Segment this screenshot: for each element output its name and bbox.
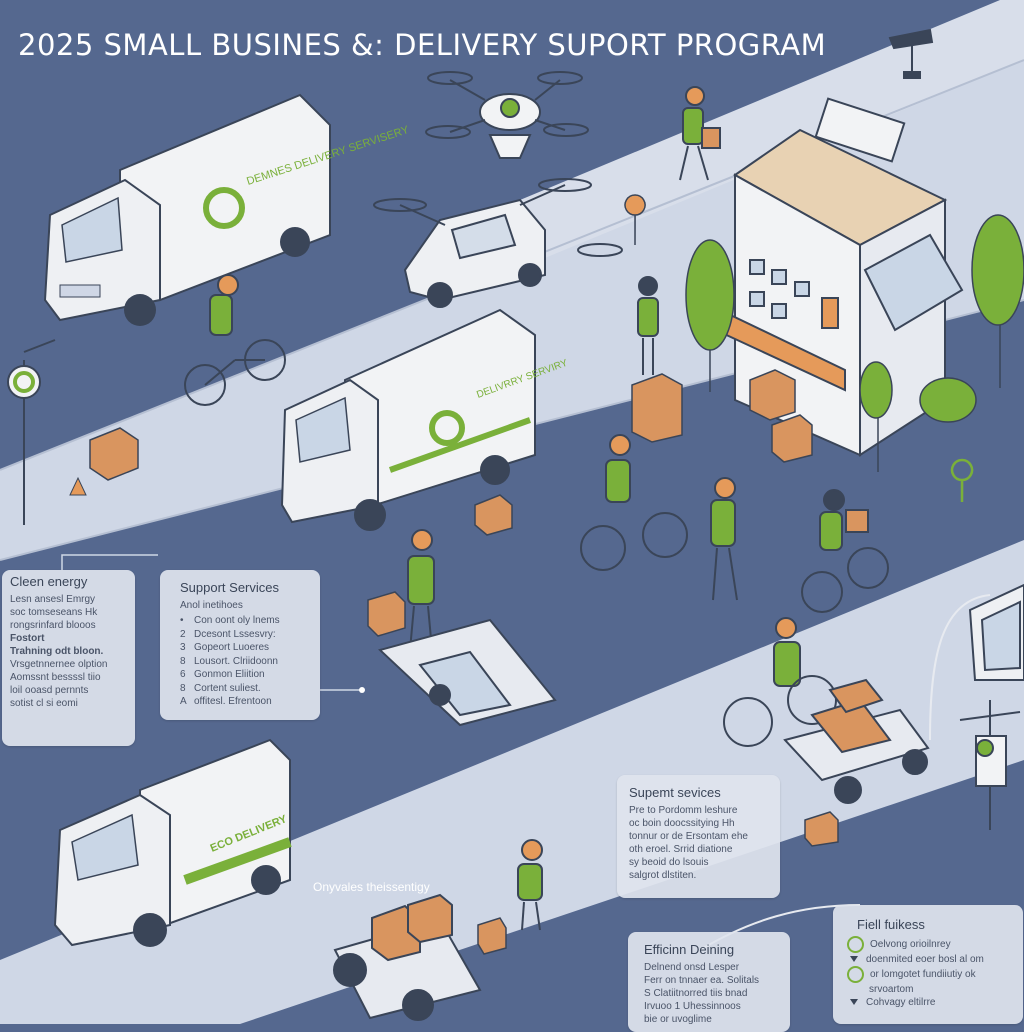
panel-line: loil ooasd pernnts [10, 685, 89, 696]
panel-line: Irvuoo 1 Uhessinnoos [644, 1001, 741, 1012]
delivery-truck-top [43, 93, 331, 326]
panel-line: S Clatiitnorred tiis bnad [644, 988, 748, 999]
panel-line: oc boin doocssitying Hh [629, 818, 735, 829]
panel-title: Efficinn Deining [644, 942, 735, 957]
panel-line: bie or uvoglime [644, 1014, 712, 1025]
delivery-drone [425, 71, 589, 159]
delivery-cart [378, 618, 557, 727]
tree [685, 214, 1024, 472]
panel-title: Supemt sevices [629, 785, 721, 800]
panel-line: oth eroel. Srrid diatione [629, 844, 733, 855]
warning-cone [69, 476, 87, 496]
street-sign [7, 339, 56, 525]
panel-line: Aomssnt bessssl tiio [10, 672, 101, 683]
floating-label: Onyvales theissentigy [313, 880, 430, 894]
panel-line: salgrot dlstiten. [629, 870, 697, 881]
connector-line [929, 594, 991, 741]
worker [407, 86, 889, 931]
delivery-truck-middle [280, 308, 536, 531]
panel-subtitle: Fostort [10, 633, 45, 644]
panel-line: tonnur or de Ersontam ehe [629, 831, 748, 842]
sidewalk-top-strip [520, 0, 1024, 260]
panel-line: Pre to Pordomm leshure [629, 805, 738, 816]
list-item: srvoartom [869, 984, 914, 995]
triangle-icon [850, 999, 858, 1006]
page-title: 2025 SMALL BUSINES &: DELIVERY SUPORT PR… [18, 28, 827, 62]
connector-line [61, 554, 158, 570]
triangle-icon [850, 956, 858, 963]
panel-clean-energy: Cleen energy Lesn ansesl Emrgy soc tomse… [2, 570, 135, 746]
panel-line: sotist cl si eomi [10, 698, 78, 709]
cardboard-box [89, 427, 839, 955]
check-icon [847, 966, 864, 983]
shop-building [719, 97, 964, 457]
panel-line: Lesn ansesl Emrgy [10, 594, 96, 605]
delivery-truck-bottom [53, 738, 292, 947]
cargo-cart-right [783, 678, 930, 804]
list-item: Cohvagy eltilrre [847, 996, 1013, 1009]
panel-line: soc tomseseans Hk [10, 607, 98, 618]
panel-line: sy beoid do lsouis [629, 857, 709, 868]
list-item: Oelvong orioilnrey [847, 936, 1013, 953]
panel-line: Ferr on tnnaer ea. Solitals [644, 975, 760, 986]
panel-support-services: Support Services Anol inetihoes •Con oon… [160, 570, 320, 720]
panel-supemt-services: Supemt sevices Pre to Pordomm leshure oc… [617, 775, 780, 898]
panel-intro: Anol inetihoes [180, 600, 243, 611]
panel-line: Delnend onsd Lesper [644, 962, 740, 973]
panel-title: Support Services [180, 580, 279, 595]
list-item: or lomgotet fundiiutiy ok [847, 966, 1013, 983]
check-icon [847, 936, 864, 953]
panel-title: Cleen energy [10, 574, 88, 589]
panel-line: Trahning odt bloon. [10, 646, 104, 657]
panel-field: Fiell fuikess Oelvong orioilnrey doenmit… [833, 905, 1023, 1024]
list-item: •Con oont oly lnems [180, 615, 280, 626]
map-pin-icon [624, 194, 646, 246]
cargo-cart-bottom [333, 893, 482, 1021]
street-lamp [959, 700, 1021, 830]
info-tablet [968, 583, 1024, 681]
panel-efficiency: Efficinn Deining Delnend onsd Lesper Fer… [628, 932, 790, 1032]
cyclist-top [184, 274, 286, 406]
panel-title: Fiell fuikess [857, 917, 925, 932]
top-right-lamp [888, 28, 934, 79]
sidewalk-lower [0, 540, 1024, 1024]
list-item: doenmited eoer bosl al om [847, 953, 1013, 966]
panel-line: Vrsgetnnernee olption [10, 659, 108, 670]
panel-line: rongsrinfard blooos [10, 620, 96, 631]
box-stack [631, 369, 813, 463]
map-pin-icon [950, 458, 974, 503]
drone-car [373, 178, 623, 308]
